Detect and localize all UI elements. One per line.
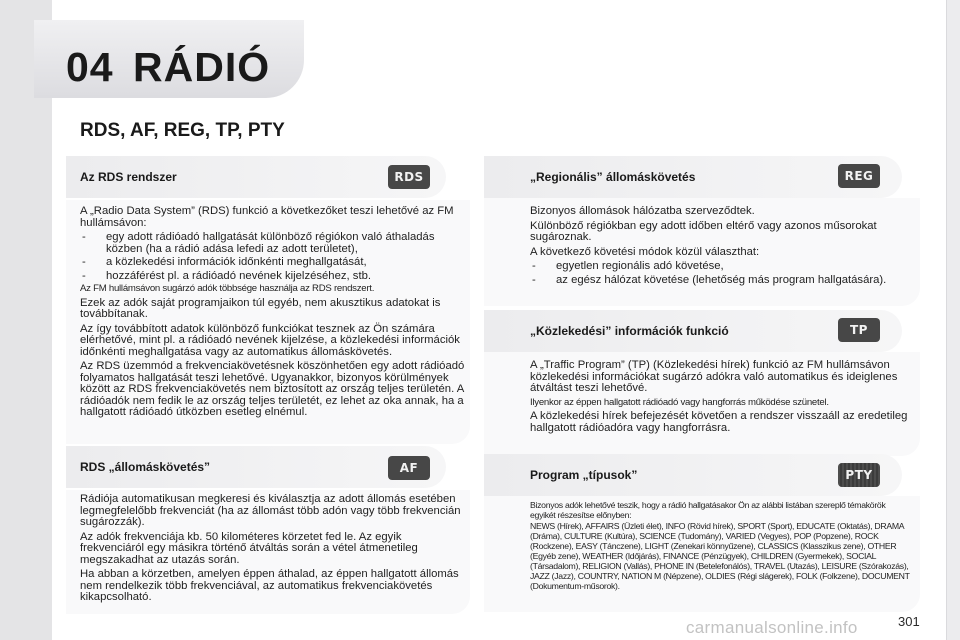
tp-bar — [484, 310, 902, 352]
reg-box — [484, 198, 920, 306]
reg-label: „Regionális” állomáskövetés — [530, 170, 696, 184]
rds-para: Az RDS üzemmód a frekvenciakövetésnek kö… — [80, 360, 465, 418]
af-text: Rádiója automatikusan megkeresi és kivál… — [80, 493, 466, 607]
rds-para: Ezek az adók saját programjaikon túl egy… — [80, 296, 441, 320]
pty-intro: Bizonyos adók lehetővé teszik, hogy a rá… — [530, 500, 886, 520]
reg-para: Különböző régiókban egy adott időben elt… — [530, 219, 877, 243]
pty-icon: PTY — [838, 463, 880, 487]
af-para: Az adók frekvenciája kb. 50 kilométeres … — [80, 530, 418, 566]
right-page-edge — [946, 0, 960, 640]
tp-para: A közlekedési hírek befejezését követően… — [530, 410, 908, 434]
tp-para: A „Traffic Program” (TP) (Közlekedési hí… — [530, 359, 898, 394]
chapter-number: 04 — [66, 44, 114, 90]
rds-bullet: -a közlekedési információk időnkénti meg… — [82, 256, 367, 268]
rds-bullet: -hozzáférést pl. a rádióadó nevének kije… — [82, 269, 372, 282]
tp-label: „Közlekedési” információk funkció — [530, 324, 729, 338]
af-box — [66, 490, 470, 614]
reg-bullet: -egyetlen regionális adó követése, — [532, 260, 724, 272]
pty-list: NEWS (Hírek), AFFAIRS (Üzleti élet), INF… — [530, 521, 910, 591]
af-para: Ha abban a körzetben, amelyen éppen átha… — [80, 568, 459, 603]
rds-bullet: -egy adott rádióadó hallgatását különböz… — [82, 231, 435, 255]
watermark: carmanualsonline.info — [686, 618, 858, 637]
tp-text: A „Traffic Program” (TP) (Közlekedési hí… — [530, 359, 914, 437]
page-number: 301 — [898, 614, 920, 629]
pty-bar — [484, 454, 902, 496]
rds-system-label: Az RDS rendszer — [80, 170, 177, 184]
rds-system-box — [66, 200, 470, 444]
rds-system-bar — [66, 156, 446, 198]
tp-note: Ilyenkor az éppen hallgatott rádióadó va… — [530, 396, 829, 408]
reg-bullet: -az egész hálózat követése (lehetőség má… — [532, 273, 887, 286]
left-sidebar — [0, 0, 52, 640]
reg-para: A következő követési módok közül választ… — [530, 245, 760, 258]
reg-text: Bizonyos állomások hálózatba szerveződte… — [530, 205, 910, 288]
af-icon: AF — [388, 456, 430, 480]
tp-box — [484, 352, 920, 456]
pty-text: Bizonyos adók lehetővé teszik, hogy a rá… — [530, 500, 912, 594]
rds-icon: RDS — [388, 165, 430, 189]
tp-icon: TP — [838, 318, 880, 342]
rds-intro: A „Radio Data System” (RDS) funkció a kö… — [80, 205, 454, 229]
reg-icon: REG — [838, 164, 880, 188]
rds-system-text: A „Radio Data System” (RDS) funkció a kö… — [80, 205, 466, 422]
rds-para: Az így továbbított adatok különböző funk… — [80, 322, 460, 358]
section-title: RDS, AF, REG, TP, PTY — [80, 120, 285, 141]
chapter-title: RÁDIÓ — [133, 44, 271, 90]
reg-para: Bizonyos állomások hálózatba szerveződte… — [530, 205, 755, 217]
reg-bar — [484, 156, 902, 198]
af-para: Rádiója automatikusan megkeresi és kivál… — [80, 493, 461, 528]
pty-box — [484, 496, 920, 612]
pty-label: Program „típusok” — [530, 468, 638, 482]
chapter-header-tab — [34, 20, 304, 98]
rds-note: Az FM hullámsávon sugárzó adók többsége … — [80, 283, 375, 294]
af-label: RDS „állomáskövetés” — [80, 460, 211, 474]
af-bar — [66, 446, 446, 488]
